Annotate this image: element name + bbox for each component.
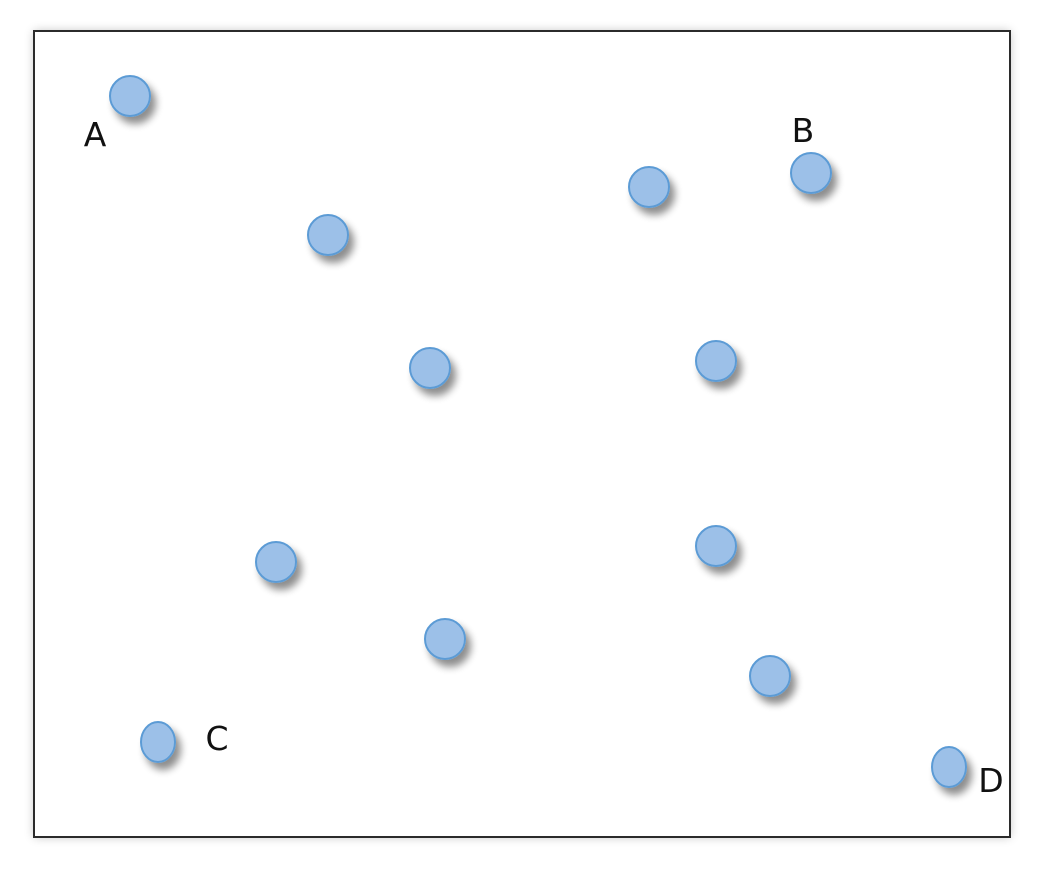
diagram-frame: [33, 30, 1011, 838]
point-dot: [695, 525, 737, 567]
point-dot: [695, 340, 737, 382]
point-dot: [790, 152, 832, 194]
point-d: D: [931, 746, 1004, 800]
point-label: C: [205, 719, 228, 758]
point: [695, 525, 737, 567]
point: [695, 340, 737, 382]
point-dot: [307, 214, 349, 256]
point: [409, 347, 451, 389]
point: [749, 655, 791, 697]
point-dot: [931, 746, 967, 788]
point-dot: [424, 618, 466, 660]
point-b: B: [790, 111, 832, 194]
point-dot: [749, 655, 791, 697]
point-dot: [140, 721, 176, 763]
point-label: A: [84, 115, 107, 154]
point: [255, 541, 297, 583]
point: [628, 166, 670, 208]
point-dot: [255, 541, 297, 583]
point-c: C: [140, 719, 229, 763]
point: [424, 618, 466, 660]
point: [307, 214, 349, 256]
point-dot: [409, 347, 451, 389]
point-a: A: [84, 75, 151, 154]
points-layer: A B C D: [84, 75, 1004, 800]
point-label: B: [792, 111, 815, 150]
point-dot: [628, 166, 670, 208]
point-label: D: [978, 761, 1003, 800]
point-dot: [109, 75, 151, 117]
